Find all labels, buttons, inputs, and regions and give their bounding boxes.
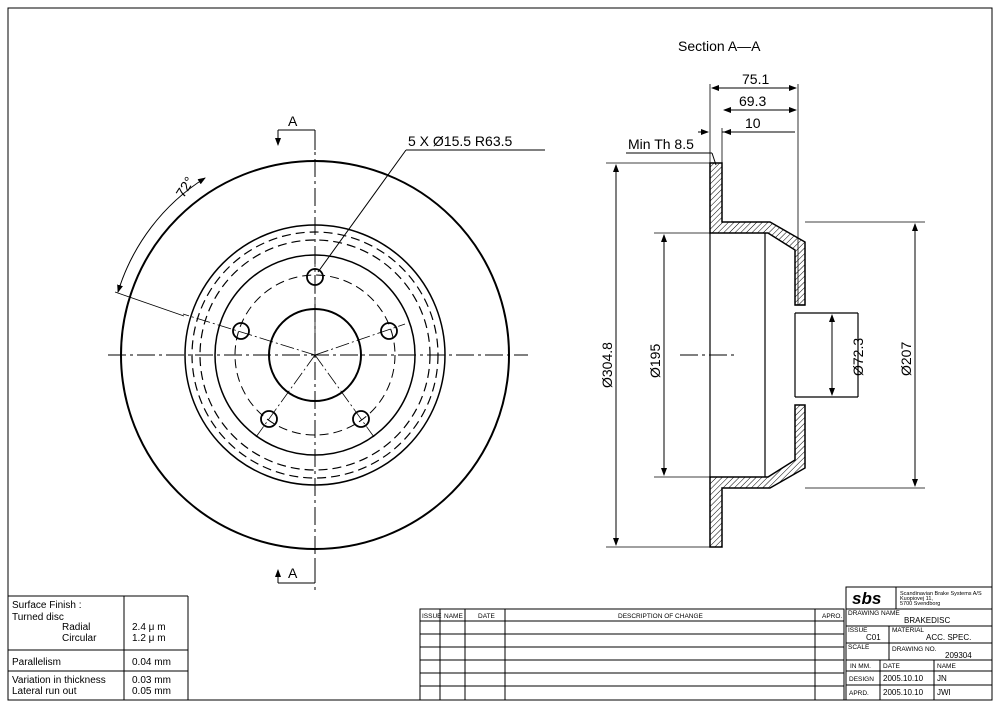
bolt-radial-lines [182,262,406,438]
aprd-label: APRD. [849,690,869,697]
section-title: Section A—A [678,38,761,54]
design-date: 2005.10.10 [883,674,924,683]
dim-disc-thickness: 10 [745,115,761,131]
section-marker-top [275,129,316,150]
design-label: DESIGN [849,676,874,683]
drawing-no-label: DRAWING NO. [892,646,937,653]
surface-finish-title: Surface Finish : [12,600,81,611]
circular-label: Circular [62,633,97,644]
radial-label: Radial [62,622,90,633]
change-name-header: NAME [444,613,463,620]
bolt-hole [232,322,250,340]
bolt-callout-leader [317,149,407,273]
bolt-hole [352,410,370,428]
circular-value: 1.2 μ m [132,633,166,644]
company-logo: sbs [852,589,881,608]
dim-overall-width: 75.1 [742,71,769,87]
section-marker-label-bottom: A [288,565,298,581]
angle-label: 72° [173,174,198,200]
company-line-3: 5700 Svendborg [900,601,940,607]
dim-min-thickness: Min Th 8.5 [628,136,694,152]
section-profile-lower [709,404,806,548]
dim-outer-diameter: Ø304.8 [599,342,615,388]
parallelism-label: Parallelism [12,657,61,668]
section-view [606,84,925,548]
hat-inner-circle [214,254,416,456]
bolt-hole [380,322,398,340]
drawing-name-value: BRAKEDISC [904,616,950,625]
dim-hat-width: 69.3 [739,93,766,109]
angle-arc [117,177,206,293]
change-table [419,608,845,701]
material-label: MATERIAL [892,627,924,634]
section-marker-label-top: A [288,113,298,129]
issue-label: ISSUE [848,627,868,634]
runout-label: Lateral run out [12,686,77,697]
title-block [845,586,993,701]
surface-finish-table [8,595,189,700]
front-view [108,129,545,590]
bolt-pitch-circle [234,274,396,436]
section-profile-upper [709,162,806,306]
drawing-no-value: 209304 [945,651,972,660]
hat-outer-circle [184,224,446,486]
bolt-holes [232,268,398,428]
variation-label: Variation in thickness [12,675,106,686]
change-apro-header: APRO. [822,613,842,620]
in-mm-label: IN MM. [850,663,871,670]
hat-dashed-circle-2 [199,239,431,471]
change-date-header: DATE [478,613,496,620]
aprd-name: JWI [937,688,951,697]
dim-center-bore: Ø72.3 [850,338,866,376]
scale-label: SCALE [848,644,870,651]
issue-value: C01 [866,633,881,642]
dim-hat-inner-diameter: Ø195 [647,344,663,378]
company-line-2: Kuopiovej 11, [900,596,933,602]
radial-value: 2.4 μ m [132,622,166,633]
turned-disc-label: Turned disc [12,612,64,623]
drawing-name-label: DRAWING NAME [848,610,900,617]
runout-value: 0.05 mm [132,686,171,697]
section-marker-bottom [275,560,316,584]
dim-hat-outer-diameter: Ø207 [898,342,914,376]
variation-value: 0.03 mm [132,675,171,686]
name-column-label: NAME [937,663,956,670]
bolt-hole [260,410,278,428]
aprd-date: 2005.10.10 [883,688,924,697]
outer-disc-circle [120,160,510,550]
date-column-label: DATE [883,663,901,670]
change-issue-header: ISSUE [422,613,442,620]
parallelism-value: 0.04 mm [132,657,171,668]
bolt-pattern-callout: 5 X Ø15.5 R63.5 [408,133,513,149]
company-line-1: Scandinavian Brake Systems A/S [900,591,982,597]
change-description-header: DESCRIPTION OF CHANGE [618,613,704,620]
material-value: ACC. SPEC. [926,633,971,642]
hat-dashed-circle-1 [191,231,439,479]
design-name: JN [937,674,947,683]
